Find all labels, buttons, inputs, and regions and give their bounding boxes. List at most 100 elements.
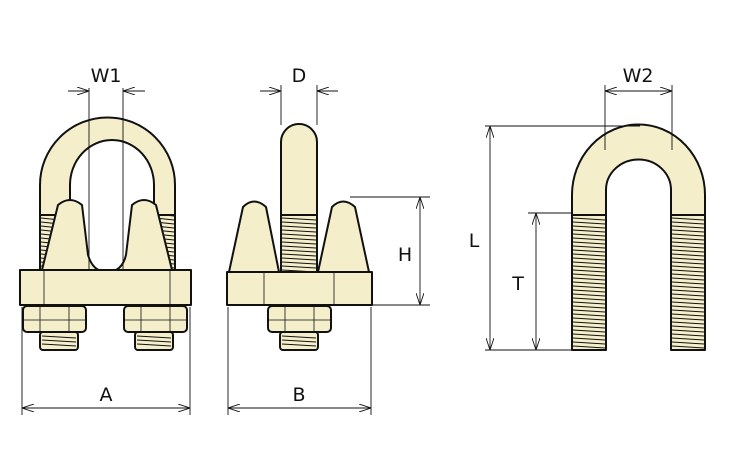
side-view (226, 123, 373, 351)
label-w1: W1 (91, 65, 122, 87)
front-view (19, 116, 192, 351)
thread-line (572, 281, 606, 285)
front-u-bolt (39, 116, 176, 216)
thread-line (281, 343, 317, 347)
thread-line (281, 265, 317, 269)
thread-line (281, 335, 317, 339)
thread-line (136, 335, 172, 339)
thread-line (671, 305, 705, 309)
u-bolt-left-thread (571, 211, 607, 351)
thread-line (572, 293, 606, 297)
side-bolt-thread (280, 204, 318, 276)
thread-line (671, 325, 705, 329)
thread-line (671, 253, 705, 257)
thread-line (671, 277, 705, 281)
label-h: H (398, 244, 412, 266)
thread-line (671, 273, 705, 277)
front-right-bolt-end (134, 331, 174, 351)
thread-line (572, 345, 606, 349)
front-right-nut (123, 305, 188, 333)
thread-line (671, 233, 705, 237)
thread-line (671, 289, 705, 293)
thread-line (572, 269, 606, 273)
thread-line (281, 241, 317, 245)
thread-line (572, 317, 606, 321)
thread-line (572, 229, 606, 233)
thread-line (671, 265, 705, 269)
label-l: L (469, 230, 480, 252)
dimension-t: T (511, 212, 572, 350)
thread-line (572, 241, 606, 245)
thread-line (572, 329, 606, 333)
thread-line (572, 285, 606, 289)
thread-line (671, 225, 705, 229)
dimension-w1: W1 (68, 65, 145, 270)
thread-line (136, 339, 172, 343)
thread-line (572, 253, 606, 257)
thread-line (281, 339, 317, 343)
thread-line (671, 217, 705, 221)
front-saddle (41, 199, 173, 273)
dimension-w2: W2 (604, 65, 673, 150)
thread-line (572, 261, 606, 265)
thread-line (671, 297, 705, 301)
thread-line (572, 309, 606, 313)
thread-line (572, 277, 606, 281)
thread-line (572, 337, 606, 341)
thread-line (572, 305, 606, 309)
thread-line (671, 313, 705, 317)
dimension-h: H (350, 196, 430, 306)
thread-line (572, 249, 606, 253)
thread-line (281, 249, 317, 253)
thread-line (671, 337, 705, 341)
dimension-d: D (260, 65, 338, 125)
thread-line (136, 343, 172, 347)
thread-line (572, 265, 606, 269)
thread-line (572, 301, 606, 305)
side-bolt-head (280, 123, 318, 216)
front-flange (19, 269, 192, 306)
thread-line (671, 321, 705, 325)
dimension-l: L (469, 125, 640, 351)
thread-line (671, 309, 705, 313)
thread-line (572, 289, 606, 293)
thread-line (671, 329, 705, 333)
thread-line (572, 325, 606, 329)
thread-line (572, 321, 606, 325)
thread-line (671, 221, 705, 225)
thread-line (671, 317, 705, 321)
thread-line (281, 225, 317, 229)
thread-line (572, 237, 606, 241)
thread-line (281, 221, 317, 225)
thread-line (671, 249, 705, 253)
side-bolt-end (279, 331, 319, 351)
thread-line (671, 241, 705, 245)
label-b: B (292, 384, 305, 406)
thread-line (572, 233, 606, 237)
thread-line (41, 335, 77, 339)
side-nut (267, 305, 332, 333)
thread-line (41, 343, 77, 347)
thread-line (572, 225, 606, 229)
thread-line (671, 301, 705, 305)
front-left-bolt-end (39, 331, 79, 351)
label-a: A (100, 384, 113, 406)
thread-line (281, 237, 317, 241)
side-flange (226, 271, 373, 306)
thread-line (572, 333, 606, 337)
thread-line (572, 313, 606, 317)
thread-line (671, 269, 705, 273)
thread-line (572, 257, 606, 261)
thread-line (572, 341, 606, 345)
thread-line (281, 233, 317, 237)
u-bolt-bend (571, 123, 706, 216)
dimension-a: A (21, 307, 191, 415)
thread-line (281, 257, 317, 261)
thread-line (572, 245, 606, 249)
thread-line (671, 333, 705, 337)
thread-line (671, 341, 705, 345)
thread-line (671, 229, 705, 233)
thread-line (281, 217, 317, 221)
thread-line (572, 217, 606, 221)
